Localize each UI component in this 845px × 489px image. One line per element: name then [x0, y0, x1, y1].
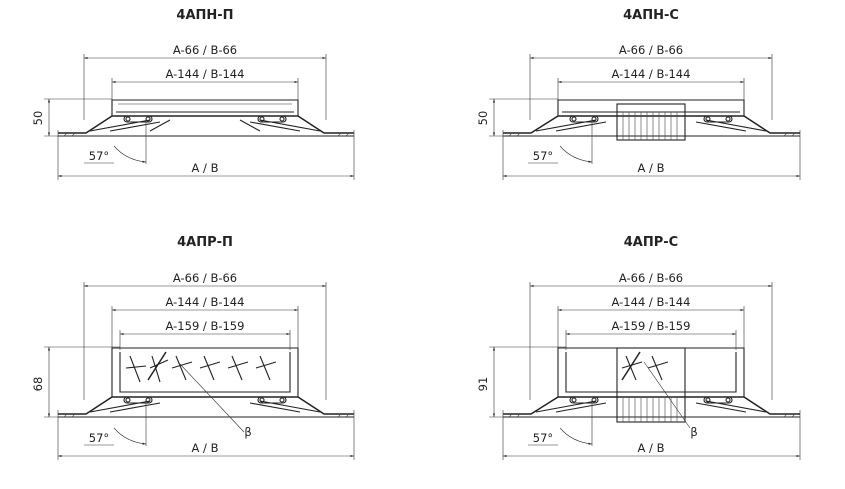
diagram-title: 4АПН-П: [176, 8, 233, 23]
dim-third-label: A-159 / B-159: [166, 319, 245, 333]
height-label: 68: [31, 377, 45, 392]
dim-base-label: A / B: [638, 441, 665, 455]
angle-label: 57°: [533, 431, 553, 445]
dim-outer-label: A-66 / B-66: [173, 271, 237, 285]
diagram-4apn-p: 4АПН-П A-66 / B-66 A-144 / B-144 A / B 5…: [31, 8, 355, 180]
angle-label: 57°: [89, 149, 109, 163]
neck: [111, 99, 299, 116]
diagram-title: 4АПР-П: [177, 235, 233, 250]
dim-third-label: A-159 / B-159: [612, 319, 691, 333]
height-label: 50: [31, 111, 45, 126]
dim-base-label: A / B: [638, 161, 665, 175]
diagram-title: 4АПН-С: [623, 8, 679, 23]
dim-base-label: A / B: [192, 441, 219, 455]
dim-outer-label: A-66 / B-66: [173, 43, 237, 57]
dim-outer-label: A-66 / B-66: [619, 43, 683, 57]
diagram-4apn-s: 4АПН-С A-66 / B-66 A-144 / B-144 A / B 5…: [476, 8, 801, 180]
dim-inner-label: A-144 / B-144: [166, 295, 245, 309]
dim-inner-label: A-144 / B-144: [166, 67, 245, 81]
diagram-title: 4АПР-С: [624, 235, 678, 250]
beta-label: β: [690, 425, 697, 439]
height-label: 91: [476, 377, 490, 392]
diagram-4apr-p: 4АПР-П A-66 / B-66 A-144 / B-144 A-159 /…: [31, 235, 355, 460]
dim-inner-label: A-144 / B-144: [612, 295, 691, 309]
beta-label: β: [244, 425, 251, 439]
diagram-4apr-s: 4АПР-С A-66 / B-66 A-144 / B-144 A-159 /…: [476, 235, 801, 460]
dim-base-label: A / B: [192, 161, 219, 175]
dim-inner-label: A-144 / B-144: [612, 67, 691, 81]
diffuser-profile: [58, 115, 354, 134]
angle-label: 57°: [533, 149, 553, 163]
angle-label: 57°: [89, 431, 109, 445]
height-label: 50: [476, 111, 490, 126]
dim-outer-label: A-66 / B-66: [619, 271, 683, 285]
